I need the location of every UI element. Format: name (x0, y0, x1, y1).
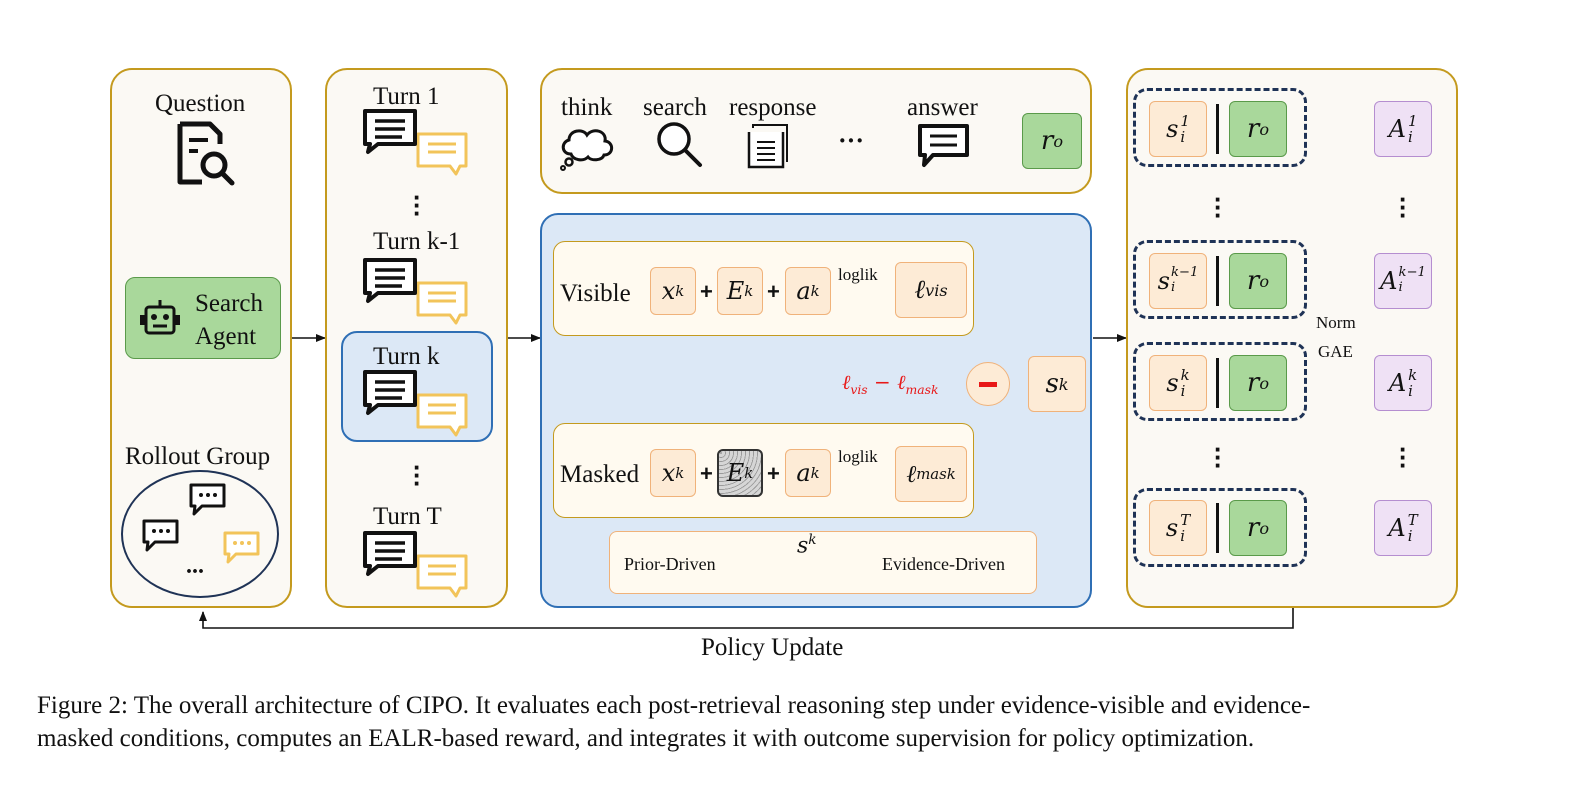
chat-bubble-icon (918, 124, 969, 167)
rollout-group-ellipse (121, 470, 279, 598)
vertical-ellipsis: ··· (1214, 434, 1223, 480)
chat-bubble-icon (142, 519, 179, 552)
plus-sign: + (767, 279, 780, 304)
document-search-icon (177, 121, 235, 186)
gae-label: GAE (1318, 342, 1353, 361)
turn-k-label: Turn k (373, 343, 440, 370)
vertical-ellipsis: ··· (1399, 434, 1408, 480)
plus-sign: + (767, 461, 780, 486)
chat-bubble-icon (363, 370, 468, 437)
robot-icon (140, 300, 180, 335)
divider (1216, 104, 1219, 154)
masked-label: Masked (560, 461, 640, 488)
divider (1216, 256, 1219, 306)
evidence-driven-label: Evidence-Driven (882, 554, 1005, 574)
search-label: search (643, 94, 707, 121)
reward-pair-group (1133, 488, 1307, 567)
chat-bubble-icon (189, 483, 226, 516)
chat-bubble-icon (363, 531, 468, 598)
difference-formula: ℓvis − ℓmask (842, 370, 939, 397)
divider (1216, 503, 1219, 553)
plus-sign: + (700, 461, 713, 486)
thought-cloud-icon (560, 129, 614, 171)
caption-line-2: masked conditions, computes an EALR-base… (37, 725, 1255, 752)
loglik-label: loglik (838, 265, 878, 284)
chat-bubble-icon (223, 531, 260, 564)
vertical-ellipsis: ··· (1214, 184, 1223, 230)
minus-operator (966, 362, 1010, 406)
vertical-ellipsis: ··· (413, 182, 422, 228)
reward-pair-group (1133, 88, 1307, 167)
turn-1-label: Turn 1 (373, 83, 440, 110)
rollout-group-label: Rollout Group (125, 443, 271, 470)
divider (1216, 358, 1219, 408)
question-label: Question (155, 90, 246, 117)
policy-update-label: Policy Update (701, 634, 844, 661)
trajectory-ellipsis: ··· (838, 126, 865, 155)
search-agent-box (125, 277, 281, 359)
think-label: think (561, 94, 613, 121)
prior-driven-label: Prior-Driven (624, 554, 716, 574)
agent-label-line-2: Agent (195, 323, 257, 350)
scale-score-label: sk (797, 532, 817, 559)
turn-T-label: Turn T (373, 503, 442, 530)
reward-pair-group (1133, 240, 1307, 319)
vertical-ellipsis: ··· (413, 452, 422, 498)
norm-label: Norm (1316, 313, 1356, 332)
rollout-ellipsis: ... (186, 553, 204, 579)
magnifier-icon (657, 122, 702, 167)
document-icon (747, 124, 788, 169)
caption-line-1: Figure 2: The overall architecture of CI… (37, 692, 1311, 719)
loglik-label: loglik (838, 447, 878, 466)
answer-label: answer (907, 94, 978, 121)
chat-bubble-icon (363, 109, 468, 176)
trajectory-panel (540, 68, 1092, 194)
agent-label-line-1: Search (195, 290, 264, 317)
plus-sign: + (700, 279, 713, 304)
response-label: response (729, 94, 817, 121)
turn-km1-label: Turn k-1 (373, 228, 461, 255)
score-scale-box (609, 531, 1037, 594)
reward-pair-group (1133, 342, 1307, 421)
vertical-ellipsis: ··· (1399, 184, 1408, 230)
visible-label: Visible (560, 280, 631, 307)
chat-bubble-icon (363, 258, 468, 325)
